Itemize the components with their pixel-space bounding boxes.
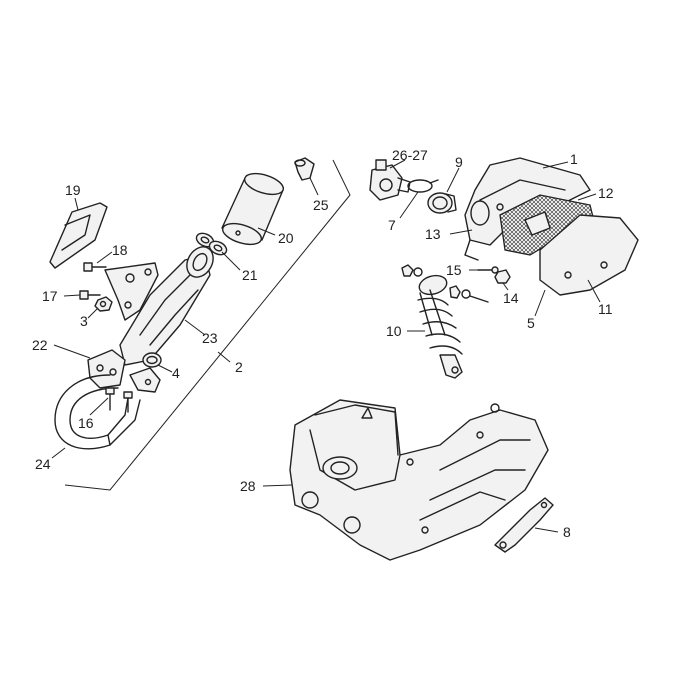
muffler-body (119, 246, 214, 366)
callout-21: 21 (242, 267, 258, 283)
pipe-support (129, 367, 161, 393)
callout-1: 1 (570, 151, 578, 167)
callout-3: 3 (80, 313, 88, 329)
leader-lines (51, 159, 601, 533)
callout-28: 28 (240, 478, 256, 494)
intake-sleeve (427, 192, 457, 214)
studs-16 (105, 387, 133, 413)
callout-24: 24 (35, 456, 51, 472)
callout-18: 18 (112, 242, 128, 258)
engine-crankcase (289, 399, 549, 561)
bolt-18 (83, 262, 107, 272)
callout-15: 15 (446, 262, 462, 278)
callout-12: 12 (598, 185, 614, 201)
callout-11: 11 (598, 301, 613, 317)
callout-16: 16 (78, 415, 94, 431)
callout-13: 13 (425, 226, 441, 242)
callout-19: 19 (65, 182, 81, 198)
pipe-clamp (87, 349, 126, 389)
nut-3 (94, 296, 113, 312)
callout-9: 9 (455, 154, 463, 170)
exhaust-group-frame (64, 159, 351, 491)
callout-22: 22 (32, 337, 48, 353)
callout-labels: 19 18 17 3 22 4 16 24 23 2 20 21 25 26-2… (32, 147, 614, 540)
callout-25: 25 (313, 197, 329, 213)
silencer-cylinder (221, 172, 285, 246)
callout-10: 10 (386, 323, 402, 339)
exhaust-bracket (104, 262, 159, 321)
filter-mesh-element (499, 194, 596, 256)
ring-gasket (142, 352, 162, 368)
callout-4: 4 (172, 365, 180, 381)
callout-7: 7 (388, 217, 396, 233)
flange-gasket (195, 232, 228, 256)
elbow-fitting (294, 157, 315, 181)
nut-14 (494, 269, 511, 284)
exhaust-pipe (54, 374, 141, 450)
callout-2: 2 (235, 359, 243, 375)
shock-bolts (401, 264, 489, 303)
shock-absorber (417, 274, 463, 379)
carburetor (369, 159, 411, 201)
arm-bracket (494, 497, 554, 553)
callout-20: 20 (278, 230, 294, 246)
callout-23: 23 (202, 330, 218, 346)
callout-5: 5 (527, 315, 535, 331)
bolt-17 (79, 290, 101, 300)
callout-17: 17 (42, 288, 58, 304)
heat-shield-plate (49, 202, 108, 269)
filter-cover (539, 214, 639, 296)
hose-clip (407, 179, 439, 193)
callout-8: 8 (563, 524, 571, 540)
callout-14: 14 (503, 290, 519, 306)
callout-26-27: 26-27 (392, 147, 428, 163)
screw-15 (477, 266, 499, 274)
